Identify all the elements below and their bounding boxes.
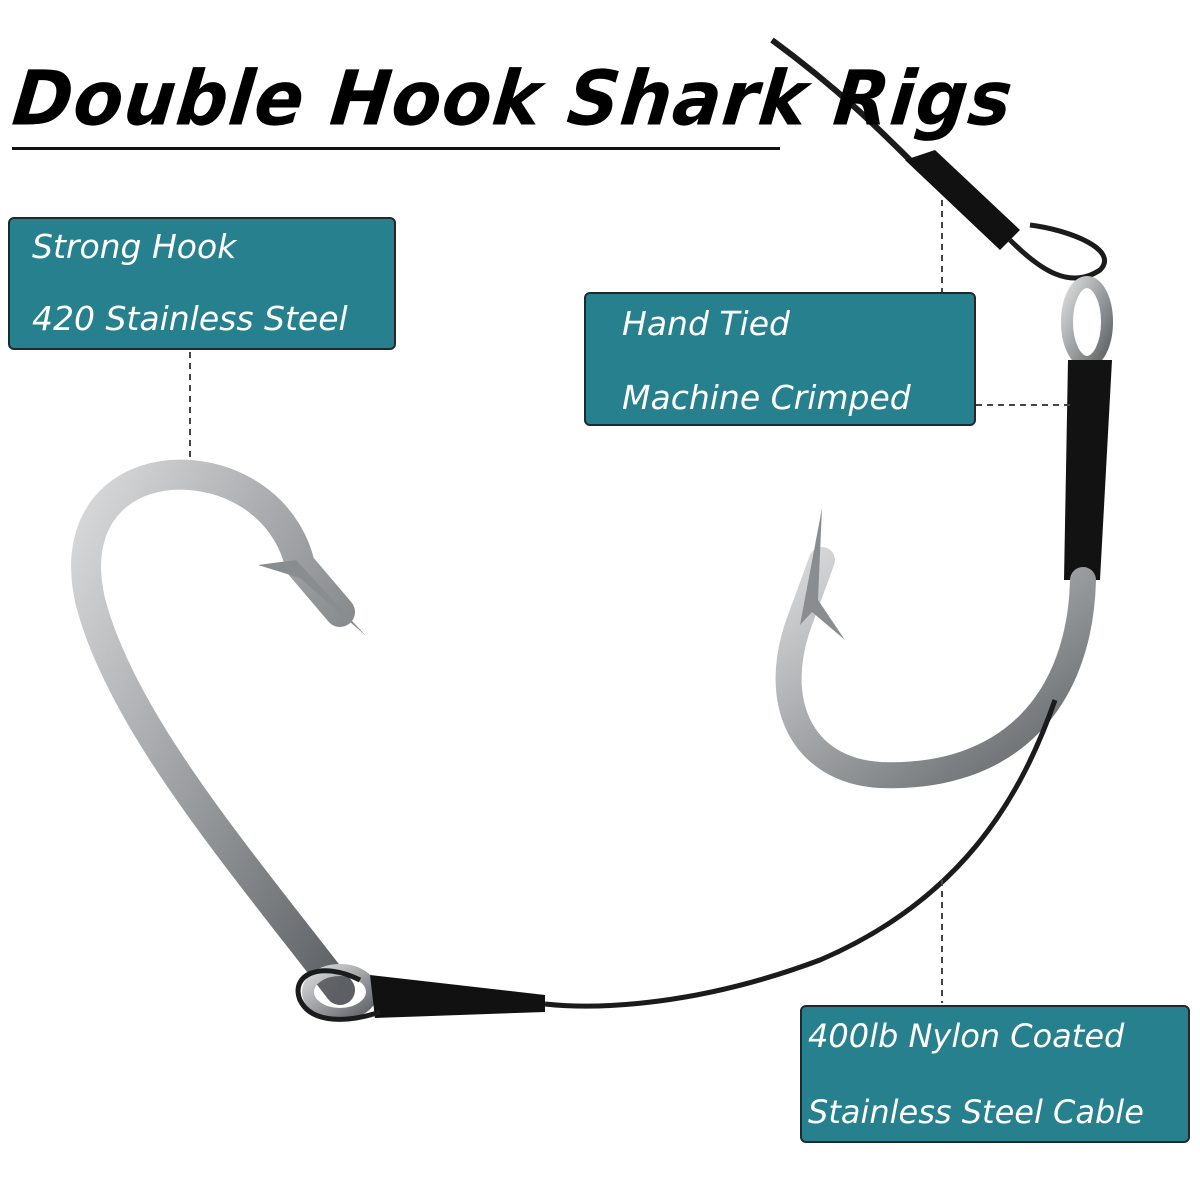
leader-cable-middle [544,699,1058,1009]
callout-strong-hook: Strong Hook 420 Stainless Steel [8,217,396,350]
right-hook-eye [1061,276,1113,368]
right-hook-body [775,547,1096,789]
title-underline [12,147,780,150]
callout-crimp-line1: Hand Tied [622,304,790,343]
callout-hand-tied: Hand Tied Machine Crimped [584,292,976,426]
callout-hook-line1: Strong Hook [32,227,237,266]
crimp-sleeve-left [370,975,545,1018]
callout-nylon-cable: 400lb Nylon Coated Stainless Steel Cable [800,1005,1190,1143]
leader-cable-top [770,37,923,173]
callout-cable-line1: 400lb Nylon Coated [808,1017,1125,1055]
left-hook-body [71,459,355,1005]
right-hook-point [800,508,845,640]
right-hook-shrink-tube [1064,360,1112,580]
cable-loop-top [1008,222,1107,281]
cable-loop-left [295,968,381,1022]
page-title: Double Hook Shark Rigs [8,54,1018,143]
crimp-sleeve-top [905,150,1020,250]
left-hook-point [258,560,366,636]
callout-cable-line2: Stainless Steel Cable [808,1093,1144,1131]
callout-crimp-line2: Machine Crimped [622,378,911,417]
callout-hook-line2: 420 Stainless Steel [32,299,348,338]
